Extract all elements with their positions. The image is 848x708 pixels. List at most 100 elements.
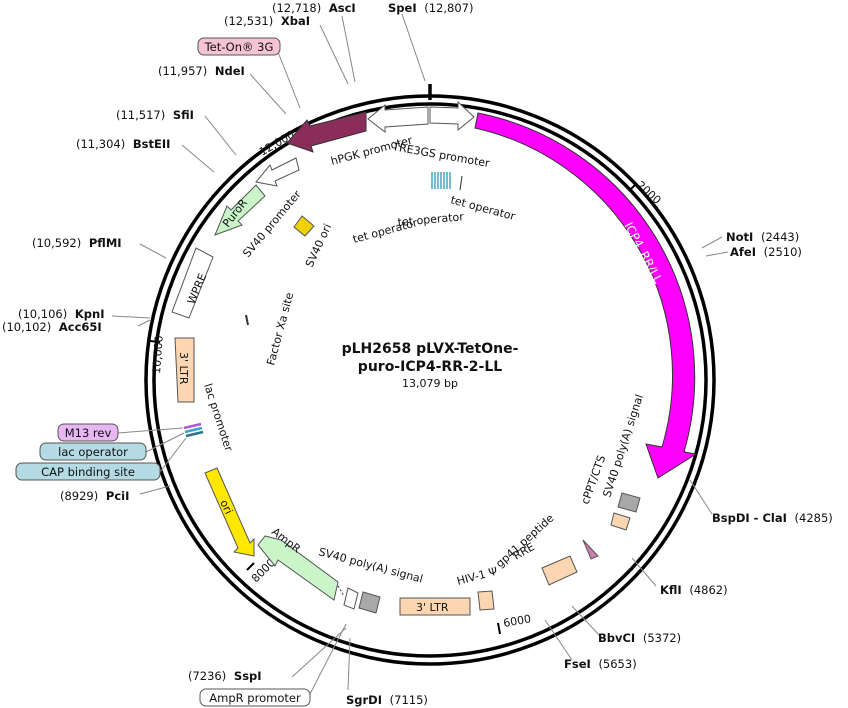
- site-kfli-pos: (4862): [689, 583, 727, 597]
- cap-stripe: [185, 430, 204, 438]
- factor-xa-marker: [245, 314, 249, 326]
- site-noti-pos: (2443): [761, 230, 799, 244]
- grey-box-bottom[interactable]: [358, 591, 381, 614]
- rre-box[interactable]: [541, 555, 578, 586]
- site-bsteii[interactable]: (11,304) BstEII: [76, 137, 170, 151]
- site-pflmi-name: PflMI: [89, 236, 122, 250]
- cap-binding-box[interactable]: [15, 462, 161, 481]
- site-kpni-name: KpnI: [75, 307, 105, 321]
- lac-promoter-label: lac promoter: [201, 382, 235, 453]
- m13rev-box[interactable]: [57, 423, 119, 442]
- site-sspi[interactable]: (7236) SspI: [188, 669, 262, 683]
- factor-xa-label: Factor Xa site: [264, 291, 296, 367]
- grey-box-right[interactable]: [617, 492, 641, 513]
- site-noti-name: NotI: [726, 230, 753, 244]
- ampr-promoter-box[interactable]: [199, 688, 311, 707]
- site-xbai-name: XbaI: [281, 14, 310, 28]
- leader-lacop: [145, 432, 185, 453]
- site-sfii[interactable]: (11,517) SfiI: [116, 108, 194, 122]
- site-spei[interactable]: SpeI (12,807): [388, 1, 473, 15]
- site-pflmi-pos: (10,592): [32, 236, 81, 250]
- ltr3-bottom-label: 3' LTR: [416, 601, 449, 614]
- tet-operator-label-c: tet operator: [397, 210, 465, 229]
- site-kfli[interactable]: KflI (4862): [660, 583, 728, 597]
- site-bspdi[interactable]: BspDI - ClaI (4285): [712, 511, 833, 525]
- site-fsei[interactable]: FseI (5653): [564, 657, 637, 671]
- cppt-cts-box[interactable]: [610, 512, 631, 531]
- site-bbvci-name: BbvCI: [598, 631, 635, 645]
- ltr-small-arrow[interactable]: [255, 157, 300, 187]
- leader-bsteii: [181, 144, 215, 173]
- leader-sgrdi: [347, 637, 351, 691]
- site-sfii-pos: (11,517): [116, 108, 165, 122]
- leader-kfli: [631, 557, 657, 587]
- icp4-feature-arrow[interactable]: [474, 112, 698, 479]
- leader-ampr-prom: [309, 623, 347, 695]
- tick-label-2000: 2000: [634, 179, 664, 207]
- wpre-box[interactable]: [171, 247, 214, 319]
- teton-label: Tet-On® 3G: [204, 40, 274, 54]
- site-bbvci[interactable]: BbvCI (5372): [598, 631, 681, 645]
- leader-acc65i: [137, 319, 151, 327]
- ltr3-bottom-box[interactable]: [399, 597, 471, 616]
- tick-2000: [629, 183, 637, 191]
- plasmid-size: 13,079 bp: [402, 377, 458, 390]
- plasmid-name-line2: puro-ICP4-RR-2-LL: [358, 359, 502, 375]
- site-xbai-pos: (12,531): [224, 14, 273, 28]
- teton-box[interactable]: [197, 37, 281, 56]
- tick-label-6000: 6000: [502, 612, 532, 630]
- tet-operator-stripes[interactable]: [431, 172, 451, 189]
- site-pflmi[interactable]: (10,592) PflMI: [32, 236, 122, 250]
- ampr-arrow[interactable]: [257, 535, 339, 601]
- site-bsteii-name: BstEII: [133, 137, 171, 151]
- site-acc65i-pos: (10,102): [2, 320, 51, 334]
- leader-ndei: [249, 73, 287, 115]
- ori-arrow[interactable]: [204, 467, 255, 557]
- leader-xbai: [319, 24, 349, 85]
- leader-noti: [701, 236, 723, 249]
- sv40-ori-marker[interactable]: [293, 215, 315, 237]
- site-ndei[interactable]: (11,957) NdeI: [158, 64, 245, 78]
- site-bspdi-pos: (4285): [795, 511, 833, 525]
- site-fsei-name: FseI: [564, 657, 591, 671]
- leader-m13: [117, 427, 184, 434]
- site-acc65i[interactable]: (10,102) Acc65I: [2, 320, 102, 334]
- site-pcii[interactable]: (8929) PciI: [60, 489, 129, 503]
- site-sgrdi[interactable]: SgrDI (7115): [346, 693, 428, 707]
- site-afei[interactable]: AfeI (2510): [730, 245, 802, 259]
- site-ndei-name: NdeI: [215, 64, 245, 78]
- ampr-promoter-label: AmpR promoter: [209, 691, 301, 705]
- tet-operator-tick: [459, 175, 463, 191]
- leader-pflmi: [139, 243, 167, 259]
- site-sgrdi-pos: (7115): [390, 693, 428, 707]
- sv40pa-right-label: SV40 poly(A) signal: [600, 393, 646, 499]
- hpgk-promoter-arrow[interactable]: [286, 111, 367, 153]
- site-xbai[interactable]: (12,531) XbaI: [224, 14, 310, 28]
- site-sspi-name: SspI: [234, 669, 262, 683]
- ltr3-left-box[interactable]: [174, 337, 195, 403]
- leader-spei: [401, 13, 426, 82]
- site-asci-pos: (12,718): [272, 1, 321, 15]
- site-bbvci-pos: (5372): [643, 631, 681, 645]
- leader-teton: [277, 51, 301, 109]
- leader-bspdi: [689, 479, 713, 515]
- site-kpni-pos: (10,106): [18, 307, 67, 321]
- site-pcii-pos: (8929): [60, 489, 98, 503]
- site-kpni[interactable]: (10,106) KpnI: [18, 307, 104, 321]
- tre3gs-promoter-arrow[interactable]: [429, 100, 475, 132]
- tick-label-10000: 10,000: [150, 335, 166, 374]
- site-spei-name: SpeI: [388, 1, 417, 15]
- lac-operator-box[interactable]: [39, 442, 147, 461]
- tick-6000: [497, 622, 501, 635]
- site-asci[interactable]: (12,718) AscI: [272, 1, 356, 15]
- cap-binding-label: CAP binding site: [41, 465, 135, 479]
- puror-arrow[interactable]: [214, 184, 266, 236]
- site-noti[interactable]: NotI (2443): [726, 230, 799, 244]
- gp41-peptide-arrow[interactable]: [582, 539, 599, 560]
- hiv1-psi-box[interactable]: [477, 590, 495, 611]
- tre3gs-promoter-arrow-left[interactable]: [367, 103, 429, 134]
- cppt-label: cPPT/CTS: [579, 454, 609, 507]
- lacop-stripe: [184, 426, 203, 434]
- sv40pa-bottom-arrow[interactable]: [343, 587, 359, 610]
